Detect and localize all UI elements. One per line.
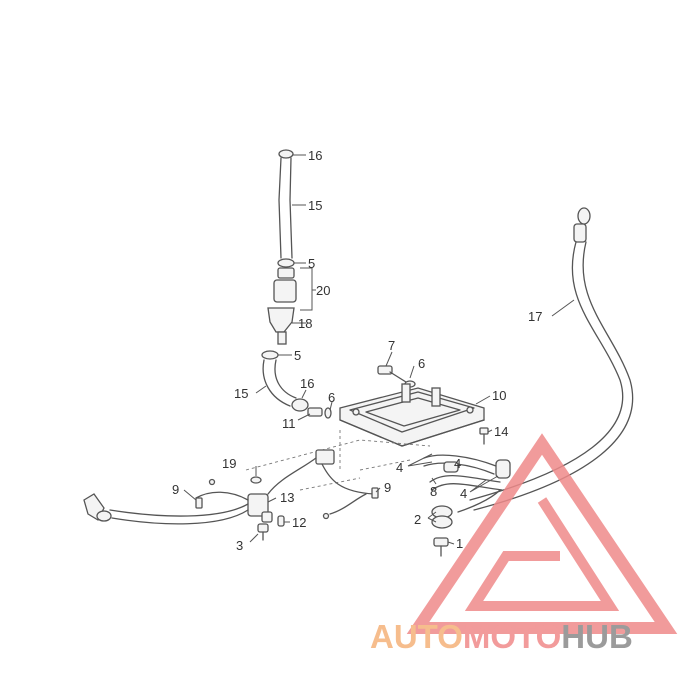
callout-7: 7 — [388, 338, 395, 353]
leader-lines — [183, 154, 575, 545]
watermark-inner-mark-icon — [464, 497, 620, 611]
vent-hose-assembly — [261, 149, 332, 419]
callout-1: 1 — [456, 536, 463, 551]
banjo-fitting — [431, 505, 453, 557]
callout-20: 20 — [316, 283, 330, 298]
callout-4-right: 4 — [460, 486, 467, 501]
callout-9-right: 9 — [384, 480, 391, 495]
reference-lines — [245, 430, 431, 491]
watermark-logo: AUTOMOTOHUB — [370, 433, 678, 655]
watermark-wordmark: AUTOMOTOHUB — [370, 618, 633, 655]
callout-18: 18 — [298, 316, 312, 331]
sensor-13 — [83, 449, 379, 541]
watermark-auto: AUTO — [370, 618, 463, 655]
callout-9-left: 9 — [172, 482, 179, 497]
watermark-triangle-icon — [406, 433, 678, 634]
callout-14: 14 — [494, 424, 508, 439]
callout-16-bottom: 16 — [300, 376, 314, 391]
callout-11: 11 — [282, 416, 296, 431]
callout-4-top: 4 — [396, 460, 403, 475]
watermark-hub: HUB — [561, 618, 633, 655]
fuel-lines — [423, 454, 511, 513]
callout-13: 13 — [280, 490, 294, 505]
callout-17: 17 — [528, 309, 542, 324]
callout-15-bottom: 15 — [234, 386, 248, 401]
callout-6-left: 6 — [328, 390, 335, 405]
callout-3: 3 — [236, 538, 243, 553]
callout-16-top: 16 — [308, 148, 322, 163]
callout-12: 12 — [292, 515, 306, 530]
callout-15-top: 15 — [308, 198, 322, 213]
filter-housing-10 — [339, 383, 485, 447]
callout-8: 8 — [430, 484, 437, 499]
callout-labels: 16 15 5 20 18 5 15 16 11 6 7 6 10 14 17 … — [172, 148, 542, 553]
callout-2: 2 — [414, 512, 421, 527]
watermark-moto: MOTO — [463, 618, 561, 655]
callout-10: 10 — [492, 388, 506, 403]
callout-19: 19 — [222, 456, 236, 471]
callout-4-mid: 4 — [454, 456, 461, 471]
long-hose-17 — [469, 207, 634, 511]
callout-5-top: 5 — [308, 256, 315, 271]
callout-5-bottom: 5 — [294, 348, 301, 363]
screw-14 — [479, 427, 489, 445]
callout-6-right: 6 — [418, 356, 425, 371]
